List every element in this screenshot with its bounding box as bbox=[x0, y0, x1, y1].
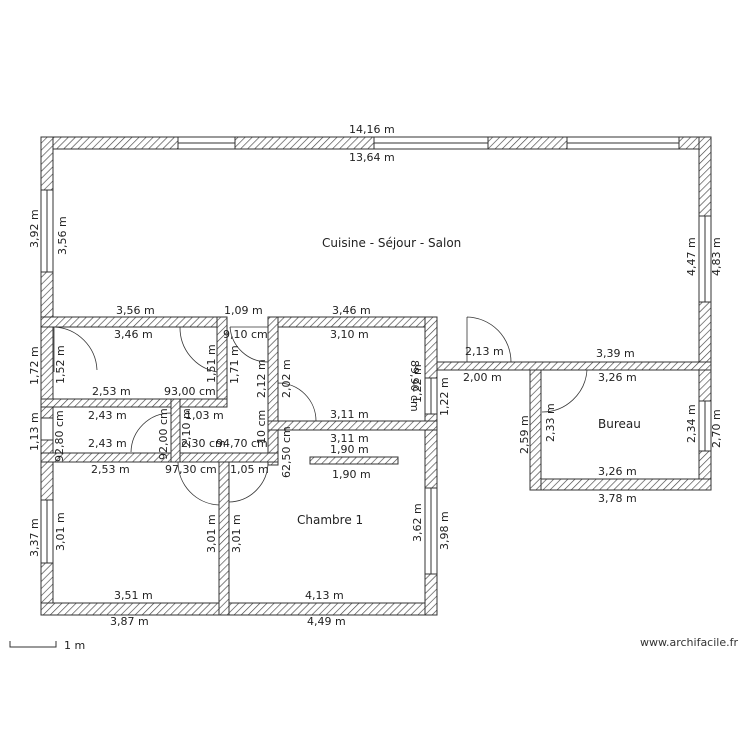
door-corridor bbox=[466, 316, 512, 363]
dim-mid-c: 3,46 m bbox=[332, 304, 371, 317]
dim-ch-bot-in: 4,13 m bbox=[305, 589, 344, 602]
dim-l2-v5: 2,10 m bbox=[180, 408, 193, 447]
wall-l2-bottom bbox=[40, 452, 279, 463]
window-l2 bbox=[40, 417, 54, 441]
wall-chambre-left bbox=[218, 461, 230, 616]
dim-l2-h5: 94,70 cm bbox=[216, 437, 268, 450]
door-chambre bbox=[228, 461, 269, 503]
dim-l2-h4: 2,30 cm bbox=[181, 437, 226, 450]
room-label-office: Bureau bbox=[598, 417, 641, 431]
scale-bar-label: 1 m bbox=[64, 639, 85, 652]
dim-l1-v-in: 1,52 m bbox=[54, 345, 67, 384]
dim-bl-bot-in: 3,51 m bbox=[114, 589, 153, 602]
dim-ch-top-a: 3,11 m bbox=[330, 408, 369, 421]
dim-bl-v-r2: 3,01 m bbox=[230, 514, 243, 553]
door-room2 bbox=[277, 382, 317, 422]
dim-l2-h: 2,43 m bbox=[88, 409, 127, 422]
dim-office-v-in: 2,33 m bbox=[544, 403, 557, 442]
dim-w-v5: 1,22 m bbox=[411, 364, 424, 403]
dim-w-v6: 1,22 m bbox=[438, 377, 451, 416]
wall-office-left bbox=[529, 361, 542, 491]
dim-right-outer: 4,83 m bbox=[710, 237, 723, 276]
dim-mid-b: 1,09 m bbox=[224, 304, 263, 317]
windows bbox=[40, 136, 712, 575]
dim-l1-v2: 1,51 m bbox=[205, 344, 218, 383]
dim-left-outer: 3,92 m bbox=[28, 209, 41, 248]
interior-walls bbox=[40, 316, 712, 616]
dim-w-v1: 2,12 m bbox=[255, 359, 268, 398]
dim-ch-bar-a: 1,90 m bbox=[330, 443, 369, 456]
wall-l1-bottom bbox=[40, 398, 228, 408]
dim-bl-v-in: 3,01 m bbox=[54, 512, 67, 551]
dim-top-inner: 13,64 m bbox=[349, 151, 395, 164]
dim-l2-h2: 1,03 m bbox=[185, 409, 224, 422]
dim-l1-h2: 93,00 cm bbox=[164, 385, 216, 398]
dim-bl-v-out: 3,37 m bbox=[28, 518, 41, 557]
dim-office-top-in: 3,26 m bbox=[598, 371, 637, 384]
dim-right-inner: 4,47 m bbox=[685, 237, 698, 276]
dim-corr-top: 2,13 m bbox=[465, 345, 504, 358]
dim-l1-v3: 1,71 m bbox=[228, 345, 241, 384]
dim-ch-bot-out: 4,49 m bbox=[307, 615, 346, 628]
dim-w-v3: 10 cm bbox=[255, 410, 268, 444]
dim-bl-v-r: 3,01 m bbox=[205, 514, 218, 553]
wall-bar bbox=[309, 456, 399, 465]
wall-mid-left bbox=[40, 316, 228, 328]
door-l1b bbox=[179, 326, 218, 373]
dim-l1-v: 1,72 m bbox=[28, 346, 41, 385]
dim-l2-v-in: 92,80 cm bbox=[53, 410, 66, 462]
dim-mid-b-in: 9,10 cm bbox=[223, 328, 268, 341]
dim-top-outer: 14,16 m bbox=[349, 123, 395, 136]
wall-office-bottom bbox=[529, 478, 712, 491]
dim-office-r-out: 2,70 m bbox=[710, 409, 723, 448]
room-label-living: Cuisine - Séjour - Salon bbox=[322, 236, 461, 250]
dim-mid-a-in: 3,46 m bbox=[114, 328, 153, 341]
dim-mid-a: 3,56 m bbox=[116, 304, 155, 317]
dim-ch-r-out: 3,98 m bbox=[438, 511, 451, 550]
doors bbox=[53, 316, 588, 506]
dim-l2-v4: 92,00 cm bbox=[157, 408, 170, 460]
dim-ch-bar-b: 1,90 m bbox=[332, 468, 371, 481]
scale-bar-line bbox=[9, 641, 57, 648]
dim-ch-r-in: 3,62 m bbox=[411, 503, 424, 542]
dim-mid-c-v: 89,90 cm bbox=[408, 360, 421, 412]
dim-l3-h2: 97,30 cm bbox=[165, 463, 217, 476]
dim-office-r-in: 2,34 m bbox=[685, 404, 698, 443]
dim-office-top: 3,39 m bbox=[596, 347, 635, 360]
dimensions: 14,16 m 13,64 m 3,56 m 3,46 m 1,09 m 9,1… bbox=[28, 123, 723, 628]
site-credit: www.archifacile.fr bbox=[640, 636, 739, 649]
dim-l3-h3: 1,05 m bbox=[230, 463, 269, 476]
dim-office-bot-out: 3,78 m bbox=[598, 492, 637, 505]
dim-l1-h: 2,53 m bbox=[92, 385, 131, 398]
door-l2 bbox=[130, 412, 172, 453]
dim-left-inner: 3,56 m bbox=[56, 216, 69, 255]
dim-l2-h3: 2,43 m bbox=[88, 437, 127, 450]
wall-l2-mid bbox=[170, 398, 181, 463]
wall-bottom bbox=[40, 602, 438, 616]
dim-office-v-out: 2,59 m bbox=[518, 415, 531, 454]
scale-bar: 1 m bbox=[9, 639, 85, 652]
dim-corr-bot: 2,00 m bbox=[463, 371, 502, 384]
wall-corridor-top bbox=[436, 361, 712, 371]
wall-mid-right bbox=[267, 316, 438, 328]
dim-bl-bot-out: 3,87 m bbox=[110, 615, 149, 628]
wall-chambre-top bbox=[267, 420, 438, 431]
door-v2 bbox=[229, 326, 269, 363]
door-l1 bbox=[53, 326, 98, 372]
door-office bbox=[541, 369, 588, 413]
dim-ch-top-b: 3,11 m bbox=[330, 432, 369, 445]
door-bl bbox=[177, 461, 220, 506]
dim-mid-c-in: 3,10 m bbox=[330, 328, 369, 341]
dim-w-v4: 62,50 cm bbox=[280, 426, 293, 478]
wall-v2 bbox=[267, 316, 279, 466]
dim-l2-v: 1,13 m bbox=[28, 412, 41, 451]
dim-office-bot-in: 3,26 m bbox=[598, 465, 637, 478]
dim-w-v2: 2,02 m bbox=[280, 359, 293, 398]
dim-l3-h: 2,53 m bbox=[91, 463, 130, 476]
room-label-bedroom: Chambre 1 bbox=[297, 513, 363, 527]
